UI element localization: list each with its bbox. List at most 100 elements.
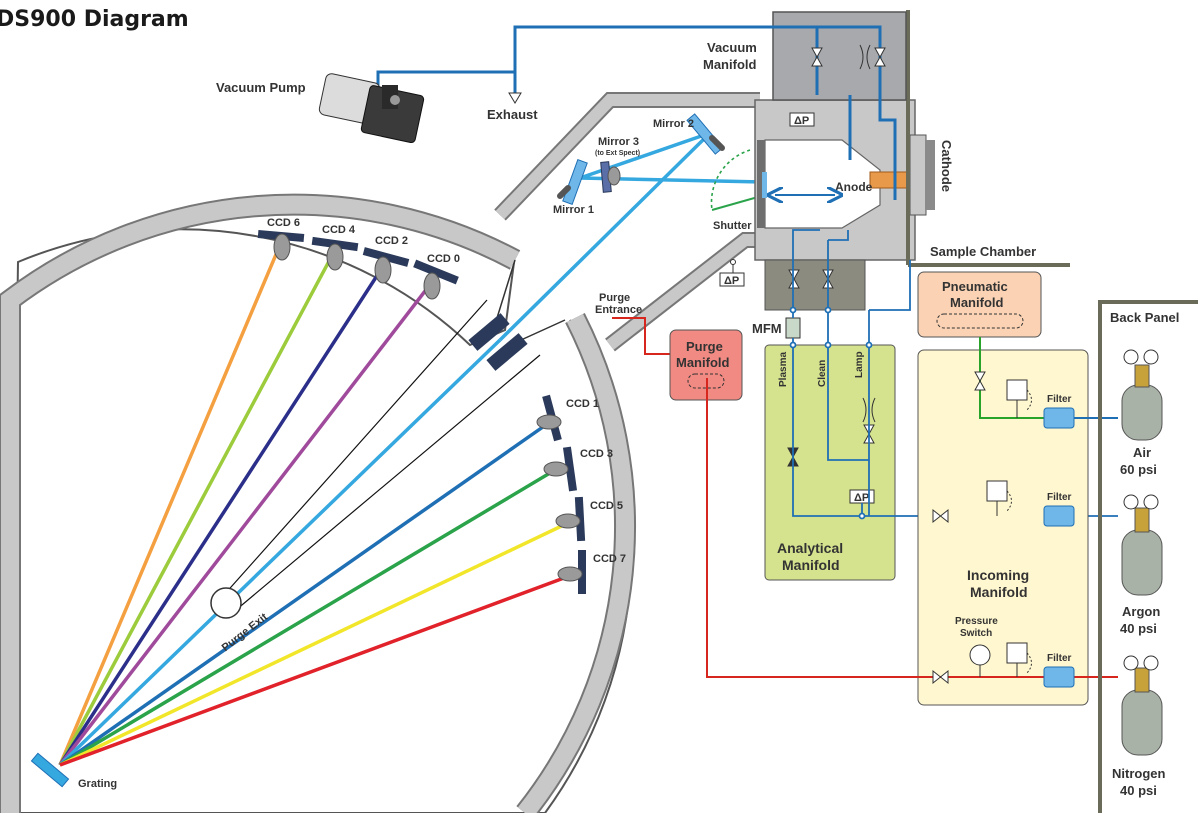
ccd5: CCD 5 bbox=[555, 496, 623, 542]
purge-entrance-label-1: Purge bbox=[599, 292, 630, 304]
vacuum-pump-label: Vacuum Pump bbox=[216, 80, 306, 95]
ccd2: CCD 2 bbox=[362, 235, 410, 284]
ray-main-beam bbox=[58, 338, 502, 767]
ccd4: CCD 4 bbox=[311, 224, 359, 271]
ray-ccd7 bbox=[59, 573, 573, 767]
incoming-manifold-label-1: Incoming bbox=[967, 567, 1029, 583]
cathode-label: Cathode bbox=[939, 140, 954, 192]
pneumatic-manifold-label-2: Manifold bbox=[950, 295, 1003, 310]
analytical-manifold-label-2: Manifold bbox=[782, 557, 840, 573]
gas-manifold-block bbox=[764, 259, 866, 311]
ccd3-label: CCD 3 bbox=[580, 448, 613, 460]
lower-delta-p: ΔP bbox=[719, 259, 745, 287]
purge-manifold-label-1: Purge bbox=[686, 339, 723, 354]
back-panel: Back Panel bbox=[1098, 300, 1198, 813]
air-cylinder: Air 60 psi bbox=[1120, 349, 1163, 477]
sample-chamber: Anode Cathode ΔP Sample Chamber bbox=[754, 10, 1070, 267]
exhaust: Exhaust bbox=[487, 92, 538, 122]
baffles bbox=[214, 299, 541, 616]
filter-nitrogen: Filter bbox=[1043, 653, 1075, 688]
argon-line bbox=[932, 480, 1012, 524]
purge-manifold: Purge Manifold bbox=[669, 329, 743, 401]
ccd3: CCD 3 bbox=[543, 446, 613, 492]
mfm-label: MFM bbox=[752, 321, 782, 336]
mirror1-label: Mirror 1 bbox=[553, 204, 594, 216]
exhaust-label: Exhaust bbox=[487, 107, 538, 122]
nitrogen-label: Nitrogen bbox=[1112, 766, 1166, 781]
argon-cylinder: Argon 40 psi bbox=[1120, 494, 1163, 636]
ccd7: CCD 7 bbox=[557, 550, 626, 594]
ccd2-label: CCD 2 bbox=[375, 235, 408, 247]
lower-dp-label: ΔP bbox=[724, 275, 739, 287]
ray-ccd4 bbox=[58, 249, 337, 766]
mirror2-label: Mirror 2 bbox=[653, 118, 694, 130]
ccd0: CCD 0 bbox=[413, 253, 460, 300]
ccd7-label: CCD 7 bbox=[593, 553, 626, 565]
ray-ccd6 bbox=[58, 244, 282, 766]
ccd0-label: CCD 0 bbox=[427, 253, 460, 265]
air-line bbox=[974, 337, 1118, 419]
ray-ccd5 bbox=[59, 520, 571, 767]
shutter-label: Shutter bbox=[713, 220, 752, 232]
argon-label: Argon bbox=[1122, 604, 1160, 619]
mirror3-sublabel: (to Ext Spect) bbox=[595, 150, 640, 157]
clean-label: Clean bbox=[817, 360, 828, 387]
sample-chamber-label: Sample Chamber bbox=[930, 244, 1036, 259]
diagram-title: DS900 Diagram bbox=[0, 7, 189, 32]
mirror3-label: Mirror 3 bbox=[598, 136, 639, 148]
air-label: Air bbox=[1133, 445, 1151, 460]
ray-ccd2 bbox=[58, 267, 384, 766]
ccd4-label: CCD 4 bbox=[322, 224, 356, 236]
pressure-switch-label-2: Switch bbox=[960, 628, 992, 639]
pressure-switch-label-1: Pressure bbox=[955, 616, 998, 627]
diffraction-rays bbox=[58, 244, 573, 767]
purge-entrance-label-2: Entrance bbox=[595, 304, 642, 316]
ccd6-label: CCD 6 bbox=[267, 217, 300, 229]
chamber-dp-label: ΔP bbox=[794, 115, 809, 127]
back-panel-label: Back Panel bbox=[1110, 310, 1179, 325]
vacuum-manifold-label-2: Manifold bbox=[703, 57, 756, 72]
analytical-manifold-label-1: Analytical bbox=[777, 540, 843, 556]
nitrogen-psi-label: 40 psi bbox=[1120, 783, 1157, 798]
grating-label: Grating bbox=[78, 778, 117, 790]
ccd-detectors-top: CCD 6 CCD 4 CCD 2 CCD 0 bbox=[257, 217, 460, 300]
analytical-dp-label: ΔP bbox=[854, 492, 869, 504]
entrance-slit bbox=[468, 313, 528, 371]
filter-argon: Filter bbox=[1043, 492, 1075, 527]
filter-air: Filter bbox=[1043, 394, 1075, 429]
ccd1-label: CCD 1 bbox=[566, 398, 599, 410]
filter-nitrogen-label: Filter bbox=[1047, 653, 1072, 664]
analytical-manifold: Analytical Manifold Plasma Clean Lamp MF… bbox=[752, 317, 896, 581]
ccd-detectors-right: CCD 1 CCD 3 CCD 5 CCD 7 bbox=[536, 394, 626, 594]
ccd1: CCD 1 bbox=[536, 394, 599, 442]
ray-ccd1 bbox=[58, 420, 552, 767]
filter-air-label: Filter bbox=[1047, 394, 1072, 405]
anode-label: Anode bbox=[835, 180, 873, 194]
purge-manifold-label-2: Manifold bbox=[676, 355, 729, 370]
air-psi-label: 60 psi bbox=[1120, 462, 1157, 477]
vacuum-manifold: Vacuum Manifold bbox=[703, 11, 907, 101]
spectrometer-chamber bbox=[0, 92, 760, 813]
lamp-label: Lamp bbox=[854, 351, 865, 378]
purge-entrance: Purge Entrance bbox=[595, 292, 670, 355]
plasma-label: Plasma bbox=[778, 352, 789, 387]
vacuum-lines bbox=[376, 25, 897, 200]
argon-psi-label: 40 psi bbox=[1120, 621, 1157, 636]
vacuum-pump: Vacuum Pump bbox=[216, 73, 425, 144]
nitrogen-cylinder: Nitrogen 40 psi bbox=[1112, 655, 1166, 798]
filters: Filter Filter Filter bbox=[1043, 394, 1075, 688]
ccd6: CCD 6 bbox=[257, 217, 305, 261]
ccd5-label: CCD 5 bbox=[590, 500, 623, 512]
ray-ccd0 bbox=[58, 280, 434, 767]
grating: Grating bbox=[30, 752, 117, 790]
filter-argon-label: Filter bbox=[1047, 492, 1072, 503]
vacuum-manifold-label-1: Vacuum bbox=[707, 40, 757, 55]
ray-ccd3 bbox=[59, 468, 556, 767]
pneumatic-manifold-label-1: Pneumatic bbox=[942, 279, 1008, 294]
nitrogen-line bbox=[706, 378, 1118, 685]
incoming-manifold: Incoming Manifold Pressure Switch bbox=[917, 349, 1089, 706]
gas-cylinders: Air 60 psi Argon 40 psi Nitrogen 40 psi bbox=[1112, 349, 1166, 798]
incoming-manifold-label-2: Manifold bbox=[970, 584, 1028, 600]
pneumatic-manifold: Pneumatic Manifold bbox=[917, 271, 1042, 338]
